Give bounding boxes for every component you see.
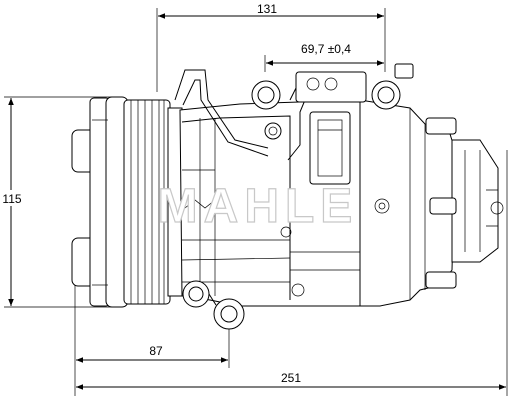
mounting-lugs: [182, 280, 245, 330]
control-valve: [425, 117, 504, 289]
watermark-logo: MAHLE: [158, 180, 359, 233]
refrigerant-ports: [174, 63, 414, 161]
dimension-69-7: 69,7 ±0,4: [301, 42, 351, 56]
dimension-87: 87: [149, 344, 163, 358]
dimension-131: 131: [257, 2, 277, 16]
pulley: [71, 96, 183, 308]
dimension-251: 251: [281, 371, 301, 385]
dimension-lines: [4, 8, 508, 396]
dimension-115: 115: [2, 192, 21, 206]
